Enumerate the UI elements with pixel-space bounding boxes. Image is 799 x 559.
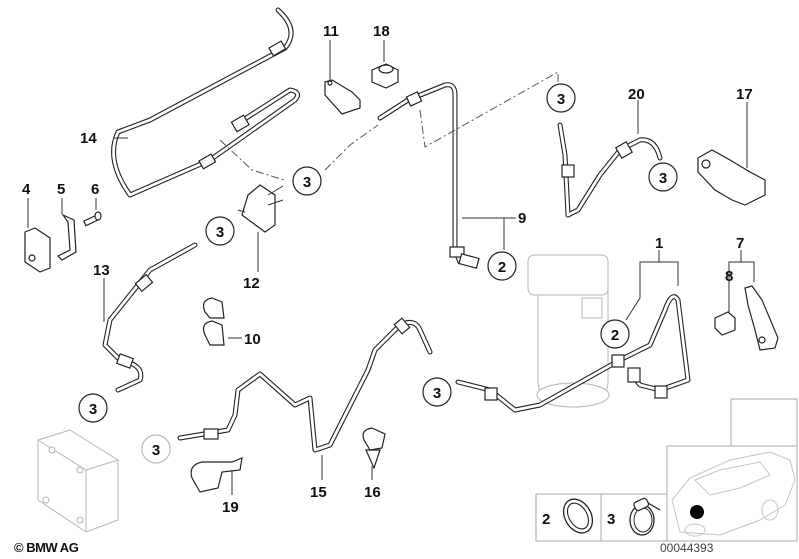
vehicle-locator xyxy=(666,398,798,542)
part-18-nut[interactable] xyxy=(371,63,399,89)
legend-number-2: 2 xyxy=(542,511,550,528)
part-14-cooler-pipe[interactable] xyxy=(111,7,301,198)
part-8-clip[interactable] xyxy=(714,311,736,336)
label-5: 5 xyxy=(57,181,65,198)
label-12: 12 xyxy=(243,275,260,292)
label-6: 6 xyxy=(91,181,99,198)
legend-number-3: 3 xyxy=(607,511,615,528)
svg-text:2: 2 xyxy=(498,259,506,276)
label-10: 10 xyxy=(244,331,261,348)
label-11: 11 xyxy=(323,23,339,40)
svg-text:3: 3 xyxy=(216,224,224,241)
svg-text:3: 3 xyxy=(152,442,160,459)
callout-3-d: 3 xyxy=(648,162,678,192)
part-5-bracket[interactable] xyxy=(56,213,77,261)
label-1: 1 xyxy=(655,235,663,252)
part-4-clip[interactable] xyxy=(24,227,51,273)
sealing-ring-icon xyxy=(562,498,594,534)
installation-location-dot xyxy=(690,505,704,519)
image-number: 00044393 xyxy=(660,541,714,555)
part-15-pipe[interactable] xyxy=(177,317,433,453)
copyright: © BMW AG xyxy=(14,540,79,555)
svg-text:3: 3 xyxy=(433,385,441,402)
label-15: 15 xyxy=(310,484,327,501)
part-13-hose[interactable] xyxy=(102,242,198,393)
label-13: 13 xyxy=(93,262,110,279)
label-14: 14 xyxy=(80,130,97,147)
part-17-bracket[interactable] xyxy=(697,149,766,206)
label-18: 18 xyxy=(373,23,390,40)
part-10-clips[interactable] xyxy=(202,297,225,346)
part-11-bracket[interactable] xyxy=(324,79,361,115)
part-labels: 11 18 14 4 5 6 12 13 10 9 20 17 1 7 8 15… xyxy=(22,23,753,516)
callout-3-f: 3 xyxy=(141,434,171,464)
part-12-valve[interactable] xyxy=(237,184,284,233)
callout-2-b: 2 xyxy=(600,319,630,349)
svg-text:3: 3 xyxy=(659,170,667,187)
oil-cooler-ghost xyxy=(37,429,119,533)
svg-text:3: 3 xyxy=(303,174,311,191)
callout-2-a: 2 xyxy=(487,251,517,281)
part-1-hoses[interactable] xyxy=(455,294,691,413)
callout-3-e: 3 xyxy=(78,393,108,423)
part-20-hose[interactable] xyxy=(557,122,663,218)
label-16: 16 xyxy=(364,484,381,501)
assembly-dash-lines xyxy=(219,71,559,181)
leader-lines xyxy=(27,40,755,495)
legend: 2 3 xyxy=(535,493,668,542)
callout-3-b: 3 xyxy=(205,216,235,246)
svg-text:3: 3 xyxy=(557,91,565,108)
label-4: 4 xyxy=(22,181,31,198)
fuel-filter-housing-ghost xyxy=(527,254,610,408)
label-9: 9 xyxy=(518,210,526,227)
svg-text:3: 3 xyxy=(89,401,97,418)
label-7: 7 xyxy=(736,235,744,252)
label-8: 8 xyxy=(725,268,733,285)
label-20: 20 xyxy=(628,86,645,103)
part-6-bolt[interactable] xyxy=(83,211,102,227)
label-17: 17 xyxy=(736,86,753,103)
callout-3-c: 3 xyxy=(546,83,576,113)
callout-3-a: 3 xyxy=(292,166,322,196)
callout-3-g: 3 xyxy=(422,377,452,407)
part-19-holder[interactable] xyxy=(190,457,243,493)
label-19: 19 xyxy=(222,499,239,516)
hose-clamp-icon xyxy=(629,497,661,536)
part-7-bracket[interactable] xyxy=(744,285,779,351)
part-9-pipe[interactable] xyxy=(377,82,480,269)
svg-text:2: 2 xyxy=(611,327,619,344)
part-16-clip[interactable] xyxy=(362,427,386,470)
car-front-view xyxy=(671,451,796,537)
